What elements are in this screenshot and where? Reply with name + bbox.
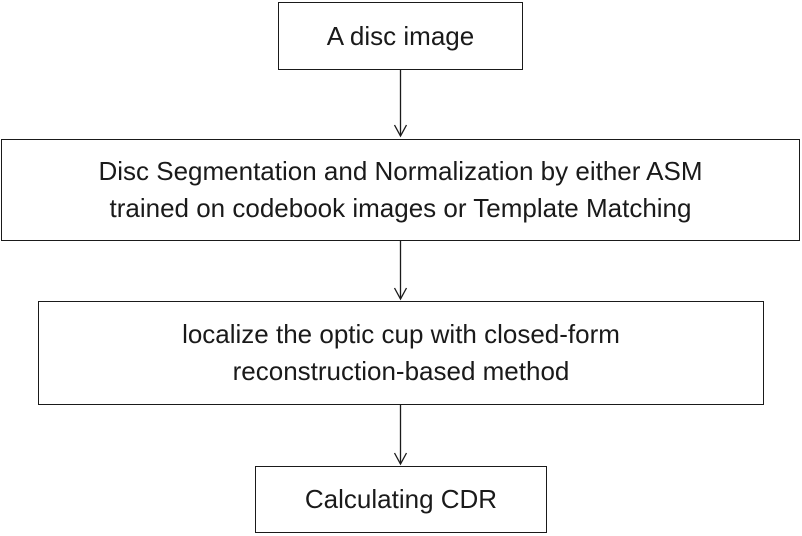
step-input-disc-image: A disc image [278, 2, 523, 70]
step-disc-segmentation: Disc Segmentation and Normalization by e… [1, 139, 800, 241]
step-text-line: trained on codebook images or Template M… [109, 193, 692, 223]
step-text: Calculating CDR [305, 481, 497, 518]
step-calculating-cdr: Calculating CDR [255, 466, 547, 533]
arrow-3-to-4 [393, 405, 408, 466]
step-text: localize the optic cup with closed-form … [182, 316, 620, 390]
step-localize-optic-cup: localize the optic cup with closed-form … [38, 301, 764, 405]
step-text-line: localize the optic cup with closed-form [182, 319, 620, 349]
step-text-line: reconstruction-based method [232, 356, 570, 386]
step-text: Disc Segmentation and Normalization by e… [98, 153, 702, 227]
arrow-1-to-2 [393, 70, 408, 138]
arrow-2-to-3 [393, 241, 408, 301]
step-text: A disc image [327, 18, 474, 55]
step-text-line: Calculating CDR [304, 484, 498, 514]
step-text-line: A disc image [326, 20, 475, 51]
step-text-line: Disc Segmentation and Normalization by e… [98, 156, 703, 186]
